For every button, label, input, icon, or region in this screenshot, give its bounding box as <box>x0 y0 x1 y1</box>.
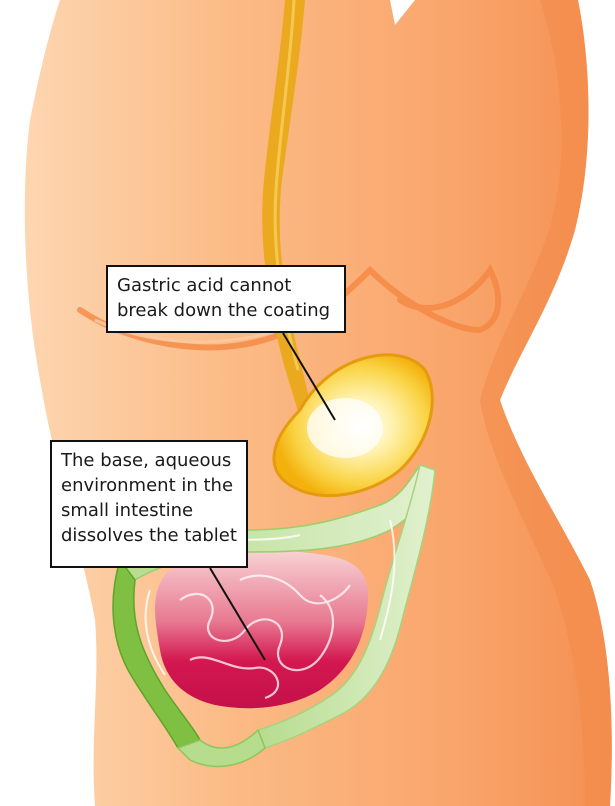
stomach-pointer-line <box>282 332 336 421</box>
stomach-callout-line-1: Gastric acid cannot <box>117 275 292 296</box>
small-intestine <box>155 549 369 709</box>
stomach-callout: Gastric acid cannot break down the coati… <box>106 265 346 333</box>
colon-sigmoid <box>176 728 266 768</box>
intestine-callout-line-2: environment in the <box>61 475 234 496</box>
intestine-pointer-line <box>209 567 266 661</box>
small-intestine-coils <box>179 574 351 700</box>
torso-side-shadow <box>480 0 612 806</box>
intestine-callout-line-4: dissolves the tablet <box>61 525 237 546</box>
intestine-callout-line-3: small intestine <box>61 500 194 521</box>
stomach-tablet-glow <box>307 398 383 458</box>
arm-outline <box>390 0 415 25</box>
stomach-callout-line-2: break down the coating <box>117 300 331 321</box>
breast-fold <box>77 264 502 351</box>
intestine-callout: The base, aqueous environment in the sma… <box>50 440 248 568</box>
intestine-callout-line-1: The base, aqueous <box>61 450 232 471</box>
